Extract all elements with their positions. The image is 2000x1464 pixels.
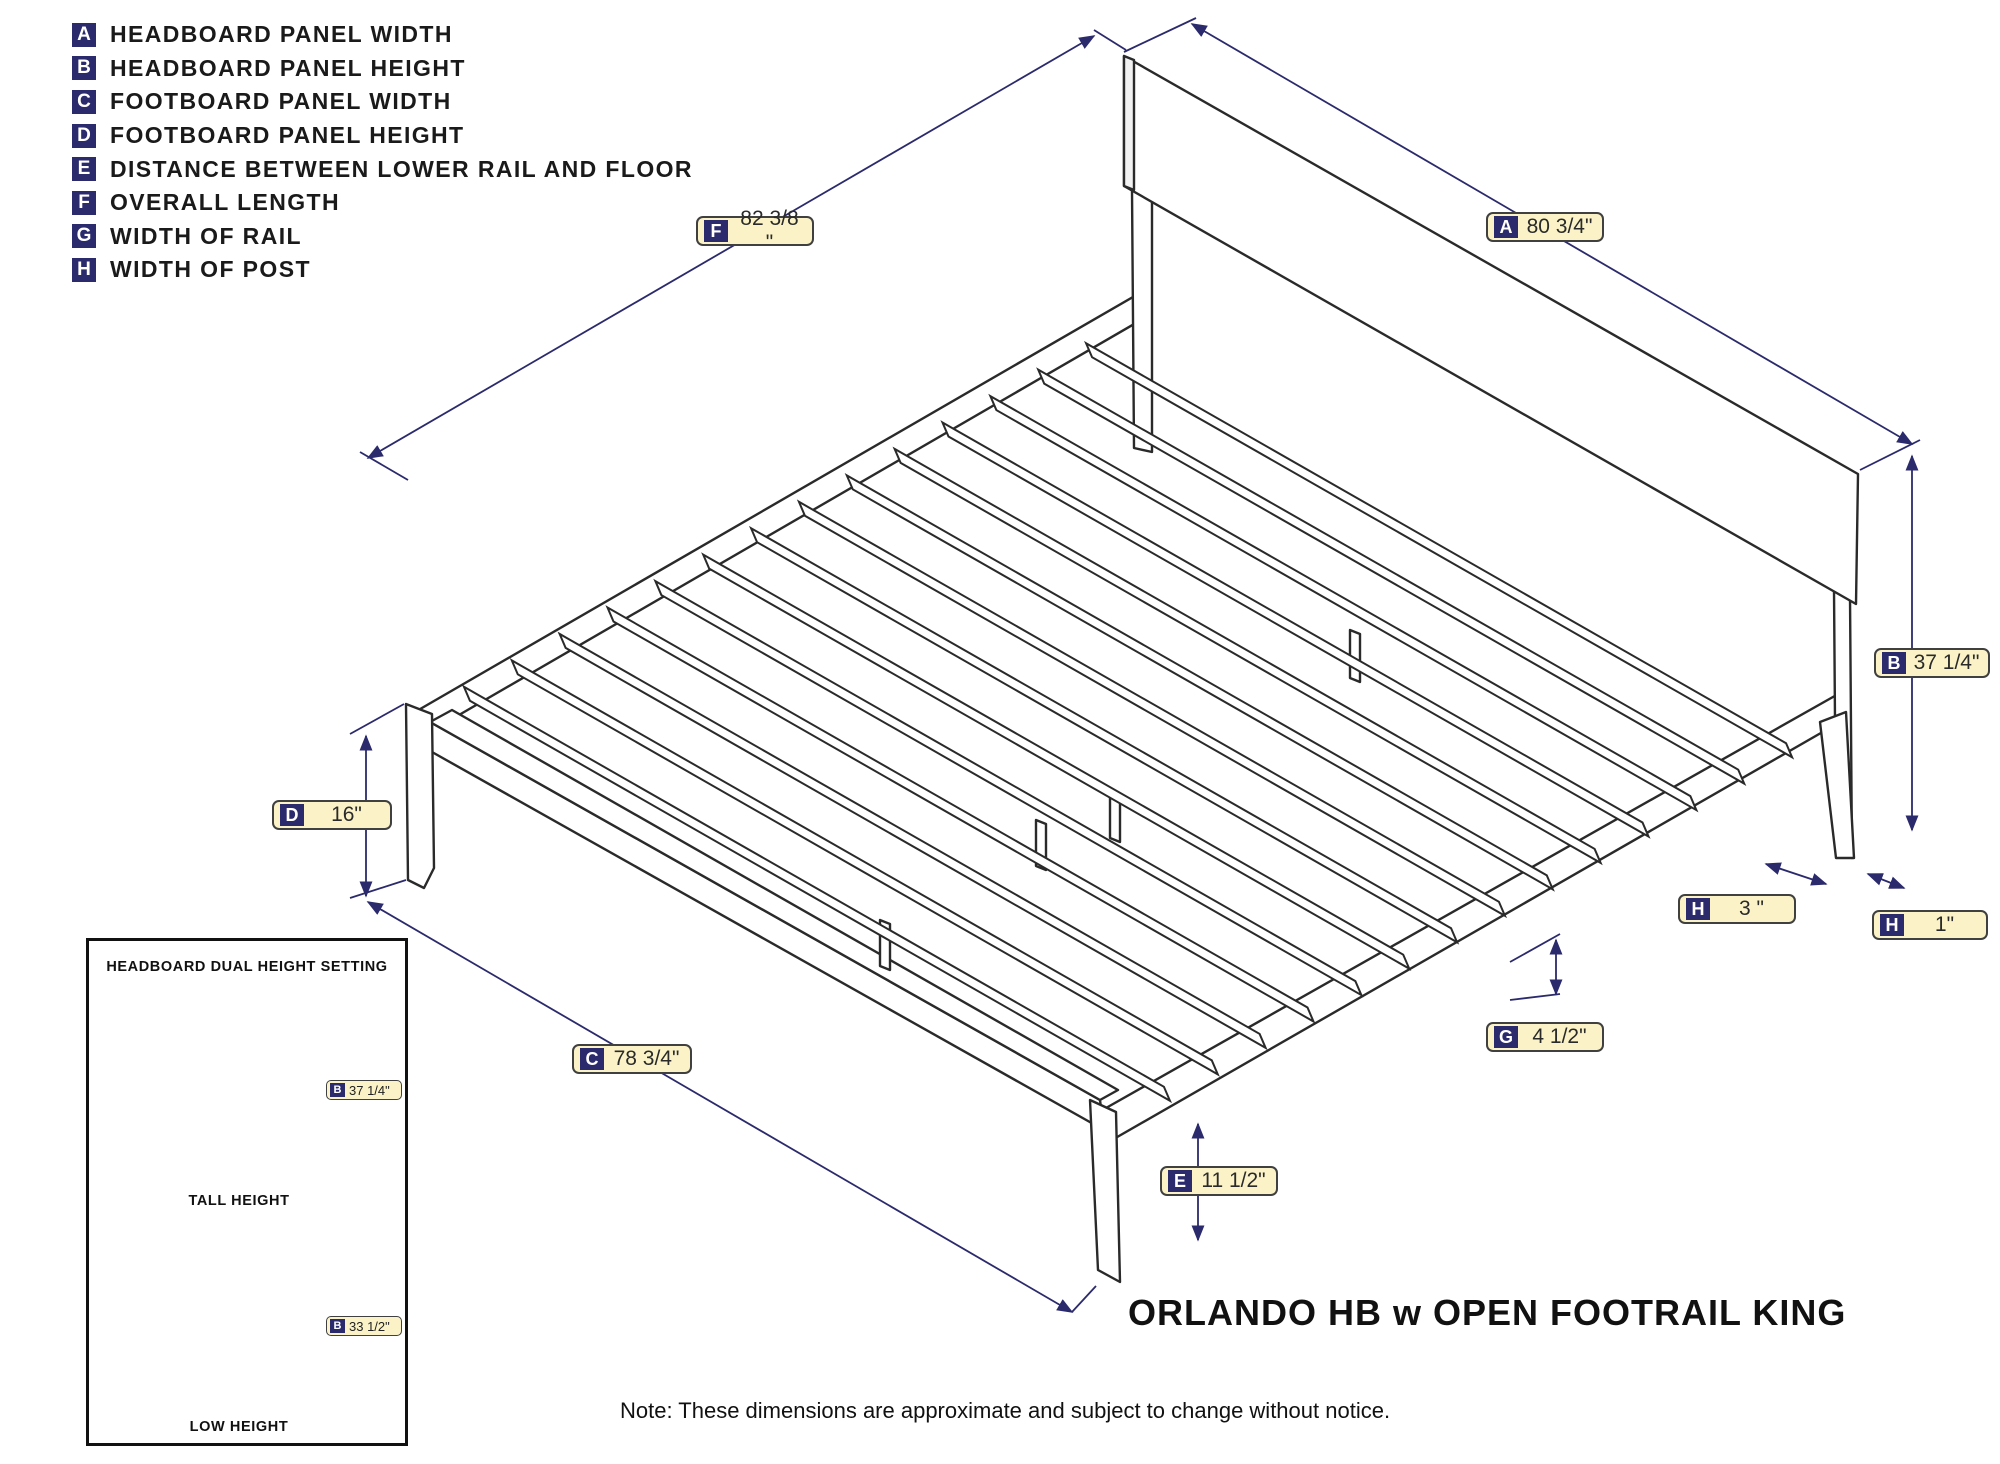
inset-value-low: 33 1/2" (349, 1318, 390, 1334)
dim-key-E: E (1168, 1170, 1192, 1192)
slat (844, 473, 1555, 892)
legend-key-badge: E (72, 157, 96, 182)
dim-key-H-left: H (1686, 898, 1710, 920)
legend-item: B HEADBOARD PANEL HEIGHT (72, 52, 693, 86)
slat (940, 420, 1651, 839)
dim-tag-G: G 4 1/2" (1486, 1022, 1604, 1052)
dim-value-H-left: 3 " (1739, 897, 1764, 920)
legend: A HEADBOARD PANEL WIDTH B HEADBOARD PANEL H… (72, 18, 693, 287)
ext-line-D (349, 703, 405, 735)
legend-label: WIDTH OF POST (110, 256, 311, 283)
inset-title: HEADBOARD DUAL HEIGHT SETTING (106, 959, 388, 975)
dim-key-A: A (1494, 216, 1518, 238)
slat (653, 578, 1364, 998)
dim-line-H-left (1764, 862, 1828, 886)
legend-key-badge: H (72, 257, 96, 282)
slat (605, 605, 1316, 1024)
legend-item: D FOOTBOARD PANEL HEIGHT (72, 119, 693, 153)
headboard-panel-edge (1122, 54, 1136, 192)
ext-line-C (1071, 1285, 1097, 1313)
dim-line-C (366, 901, 1074, 1313)
dim-value-E: 11 1/2" (1201, 1169, 1266, 1192)
slat (748, 525, 1460, 945)
inset-tall-caption: TALL HEIGHT (188, 1193, 290, 1209)
legend-item: A HEADBOARD PANEL WIDTH (72, 18, 693, 52)
inset-key-tall: B (330, 1083, 345, 1097)
dim-key-B: B (1882, 652, 1906, 674)
legend-item: C FOOTBOARD PANEL WIDTH (72, 85, 693, 119)
legend-label: WIDTH OF RAIL (110, 222, 302, 249)
legend-label: DISTANCE BETWEEN LOWER RAIL AND FLOOR (110, 155, 693, 182)
dim-tag-C: C 78 3/4" (572, 1044, 692, 1074)
slat (701, 552, 1412, 971)
inset-low-caption: LOW HEIGHT (189, 1419, 289, 1435)
dim-key-F: F (704, 220, 728, 242)
dim-tag-D: D 16" (272, 800, 392, 830)
slats (461, 340, 1795, 1104)
dim-value-F: 82 3/8 " (740, 207, 799, 254)
legend-item: G WIDTH OF RAIL (72, 220, 693, 254)
dim-tag-H-right: H 1" (1872, 910, 1988, 940)
legend-label: FOOTBOARD PANEL HEIGHT (110, 122, 465, 149)
inset-tag-tall: B 37 1/4" (326, 1080, 402, 1100)
slat (988, 393, 1699, 813)
leg-right-back (1818, 710, 1856, 860)
ext-line-A (1859, 439, 1921, 471)
legend-key-badge: C (72, 89, 96, 114)
legend-key-badge: G (72, 224, 96, 249)
legend-key-badge: A (72, 22, 96, 47)
slat (796, 499, 1508, 919)
slat (557, 631, 1268, 1051)
foot-post-left (404, 702, 436, 890)
slat (509, 658, 1220, 1077)
dim-tag-E: E 11 1/2" (1160, 1166, 1278, 1196)
headboard-height-inset: HEADBOARD DUAL HEIGHT SETTING TALL HEIGH… (86, 938, 408, 1446)
dim-line-F (366, 35, 1096, 459)
ext-line-G (1509, 933, 1561, 963)
ext-line-F (1093, 29, 1127, 51)
dim-key-D: D (280, 804, 304, 826)
foot-post-right (1088, 1098, 1122, 1284)
inset-key-low: B (330, 1319, 345, 1333)
legend-item: F OVERALL LENGTH (72, 186, 693, 220)
legend-key-badge: B (72, 56, 96, 81)
disclaimer-note: Note: These dimensions are approximate a… (620, 1398, 1391, 1423)
legend-key-badge: D (72, 123, 96, 148)
dim-value-C: 78 3/4" (613, 1047, 680, 1070)
dim-key-G: G (1494, 1026, 1518, 1048)
legend-label: FOOTBOARD PANEL WIDTH (110, 88, 452, 115)
dim-tag-F: F 82 3/8 " (696, 207, 814, 254)
dim-value-H-right: 1" (1934, 913, 1955, 936)
dim-key-C: C (580, 1048, 604, 1070)
ext-line-A (1123, 17, 1197, 53)
slat (461, 684, 1173, 1104)
dim-value-B: 37 1/4" (1913, 651, 1980, 674)
dim-tag-B: B 37 1/4" (1874, 648, 1990, 678)
legend-label: HEADBOARD PANEL WIDTH (110, 21, 453, 48)
dim-key-H-right: H (1880, 914, 1904, 936)
dim-line-H-right (1866, 873, 1906, 889)
ext-line-F (359, 451, 409, 481)
ext-line-D (349, 879, 407, 899)
slat (892, 446, 1603, 866)
legend-key-badge: F (72, 190, 96, 215)
legend-label: HEADBOARD PANEL HEIGHT (110, 54, 466, 81)
dim-tag-H-left: H 3 " (1678, 894, 1796, 924)
dim-value-D: 16" (331, 803, 362, 826)
dim-value-G: 4 1/2" (1532, 1025, 1587, 1048)
inset-value-tall: 37 1/4" (349, 1082, 390, 1098)
headboard-panel (1122, 54, 1860, 606)
inset-tag-low: B 33 1/2" (326, 1316, 402, 1336)
headboard-post-left (1130, 188, 1154, 454)
legend-label: OVERALL LENGTH (110, 189, 341, 216)
product-title: ORLANDO HB w OPEN FOOTRAIL KING (1128, 1292, 1847, 1333)
ext-line-G (1509, 993, 1561, 1001)
legend-item: H WIDTH OF POST (72, 253, 693, 287)
legend-item: E DISTANCE BETWEEN LOWER RAIL AND FLOOR (72, 152, 693, 186)
dim-tag-A: A 80 3/4" (1486, 212, 1604, 242)
dim-value-A: 80 3/4" (1526, 215, 1593, 238)
